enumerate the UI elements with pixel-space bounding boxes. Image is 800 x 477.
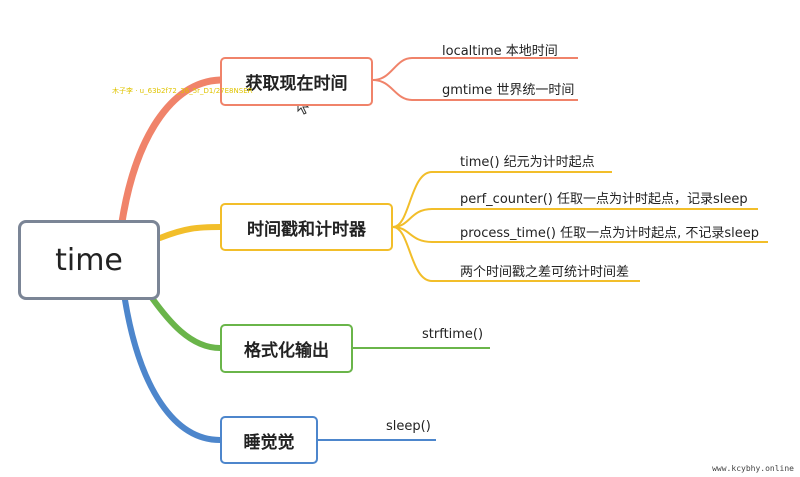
connector-branch-2: [149, 295, 223, 351]
branch-node-format-output[interactable]: 格式化输出: [220, 324, 353, 373]
branch-label: 睡觉觉: [243, 432, 295, 453]
leaf-perf-counter[interactable]: perf_counter() 任取一点为计时起点，记录sleep: [460, 192, 748, 207]
branch-label: 格式化输出: [244, 341, 329, 361]
connector-leaf-0-0: [372, 57, 578, 81]
branch-node-get-current-time[interactable]: 获取现在时间: [220, 57, 373, 106]
connector-leaf-1-0: [392, 171, 612, 228]
connector-leaf-1-1: [392, 208, 758, 228]
leaf-gmtime[interactable]: gmtime 世界统一时间: [442, 83, 575, 98]
leaf-sleep[interactable]: sleep(): [386, 419, 431, 434]
root-label: time: [55, 242, 123, 278]
leaf-process-time[interactable]: process_time() 任取一点为计时起点, 不记录sleep: [460, 226, 760, 241]
connector-branch-3: [122, 297, 223, 443]
connector-branch-0: [118, 76, 224, 226]
connector-leaf-1-3: [392, 226, 640, 282]
root-node[interactable]: time: [18, 220, 160, 300]
branch-label: 获取现在时间: [245, 74, 348, 94]
connector-branch-1: [157, 224, 223, 241]
branch-node-sleep[interactable]: 睡觉觉: [220, 416, 318, 464]
connector-leaf-0-1: [372, 79, 578, 101]
footer-watermark: www.kcybhy.online: [712, 464, 794, 473]
leaf-time[interactable]: time() 纪元为计时起点: [460, 155, 595, 170]
branch-node-timestamp-timer[interactable]: 时间戳和计时器: [220, 203, 393, 251]
watermark-text: 木子李 · u_63b2f72_36_5r_D1/27E8NSER: [112, 87, 253, 95]
leaf-strftime[interactable]: strftime(): [422, 327, 484, 342]
leaf-localtime[interactable]: localtime 本地时间: [442, 44, 558, 59]
branch-label: 时间戳和计时器: [247, 219, 366, 240]
leaf-timestamp-diff[interactable]: 两个时间戳之差可统计时间差: [460, 265, 630, 280]
